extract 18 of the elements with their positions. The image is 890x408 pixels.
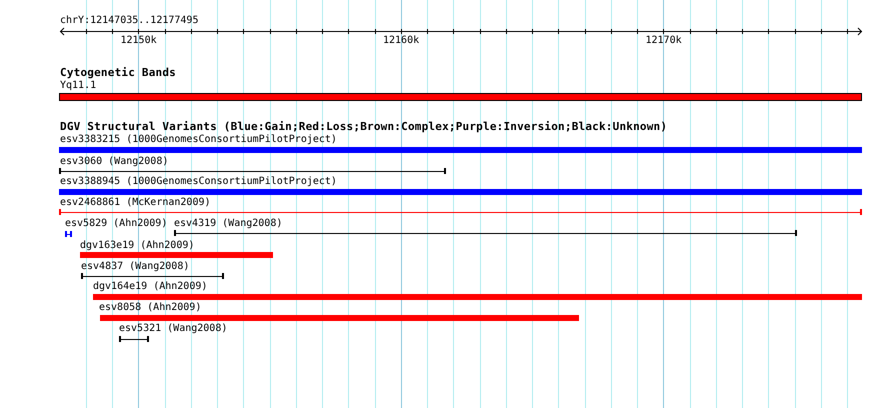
feature-label: esv5829 (Ahn2009) [65, 219, 168, 229]
feature-label: dgv164e19 (Ahn2009) [93, 282, 208, 292]
coordinate-label: chrY:12147035..12177495 [60, 16, 198, 26]
band-label: Yq11.1 [60, 81, 96, 91]
feature-label: esv3383215 (1000GenomesConsortiumPilotProject) [60, 135, 337, 145]
tick-label: 12160k [383, 36, 420, 46]
feature-label: esv3388945 (1000GenomesConsortiumPilotProject) [60, 177, 337, 187]
tick-label: 12150k [120, 36, 157, 46]
feature-label: esv8058 (Ahn2009) [99, 303, 202, 313]
feature-label: esv2468861 (McKernan2009) [60, 198, 211, 208]
feature-label: esv4837 (Wang2008) [81, 262, 190, 272]
feature-label: esv5321 (Wang2008) [119, 324, 228, 334]
feature-label: esv4319 (Wang2008) [174, 219, 282, 229]
track-title: Cytogenetic Bands [60, 67, 176, 78]
tick-label: 12170k [646, 36, 682, 46]
track-title: DGV Structural Variants (Blue:Gain;Red:Loss;Brown:Complex;Purple:Inversion;Black:Unknown) [60, 121, 668, 132]
feature-label: esv3060 (Wang2008) [60, 157, 168, 167]
feature-label: dgv163e19 (Ahn2009) [80, 241, 194, 251]
